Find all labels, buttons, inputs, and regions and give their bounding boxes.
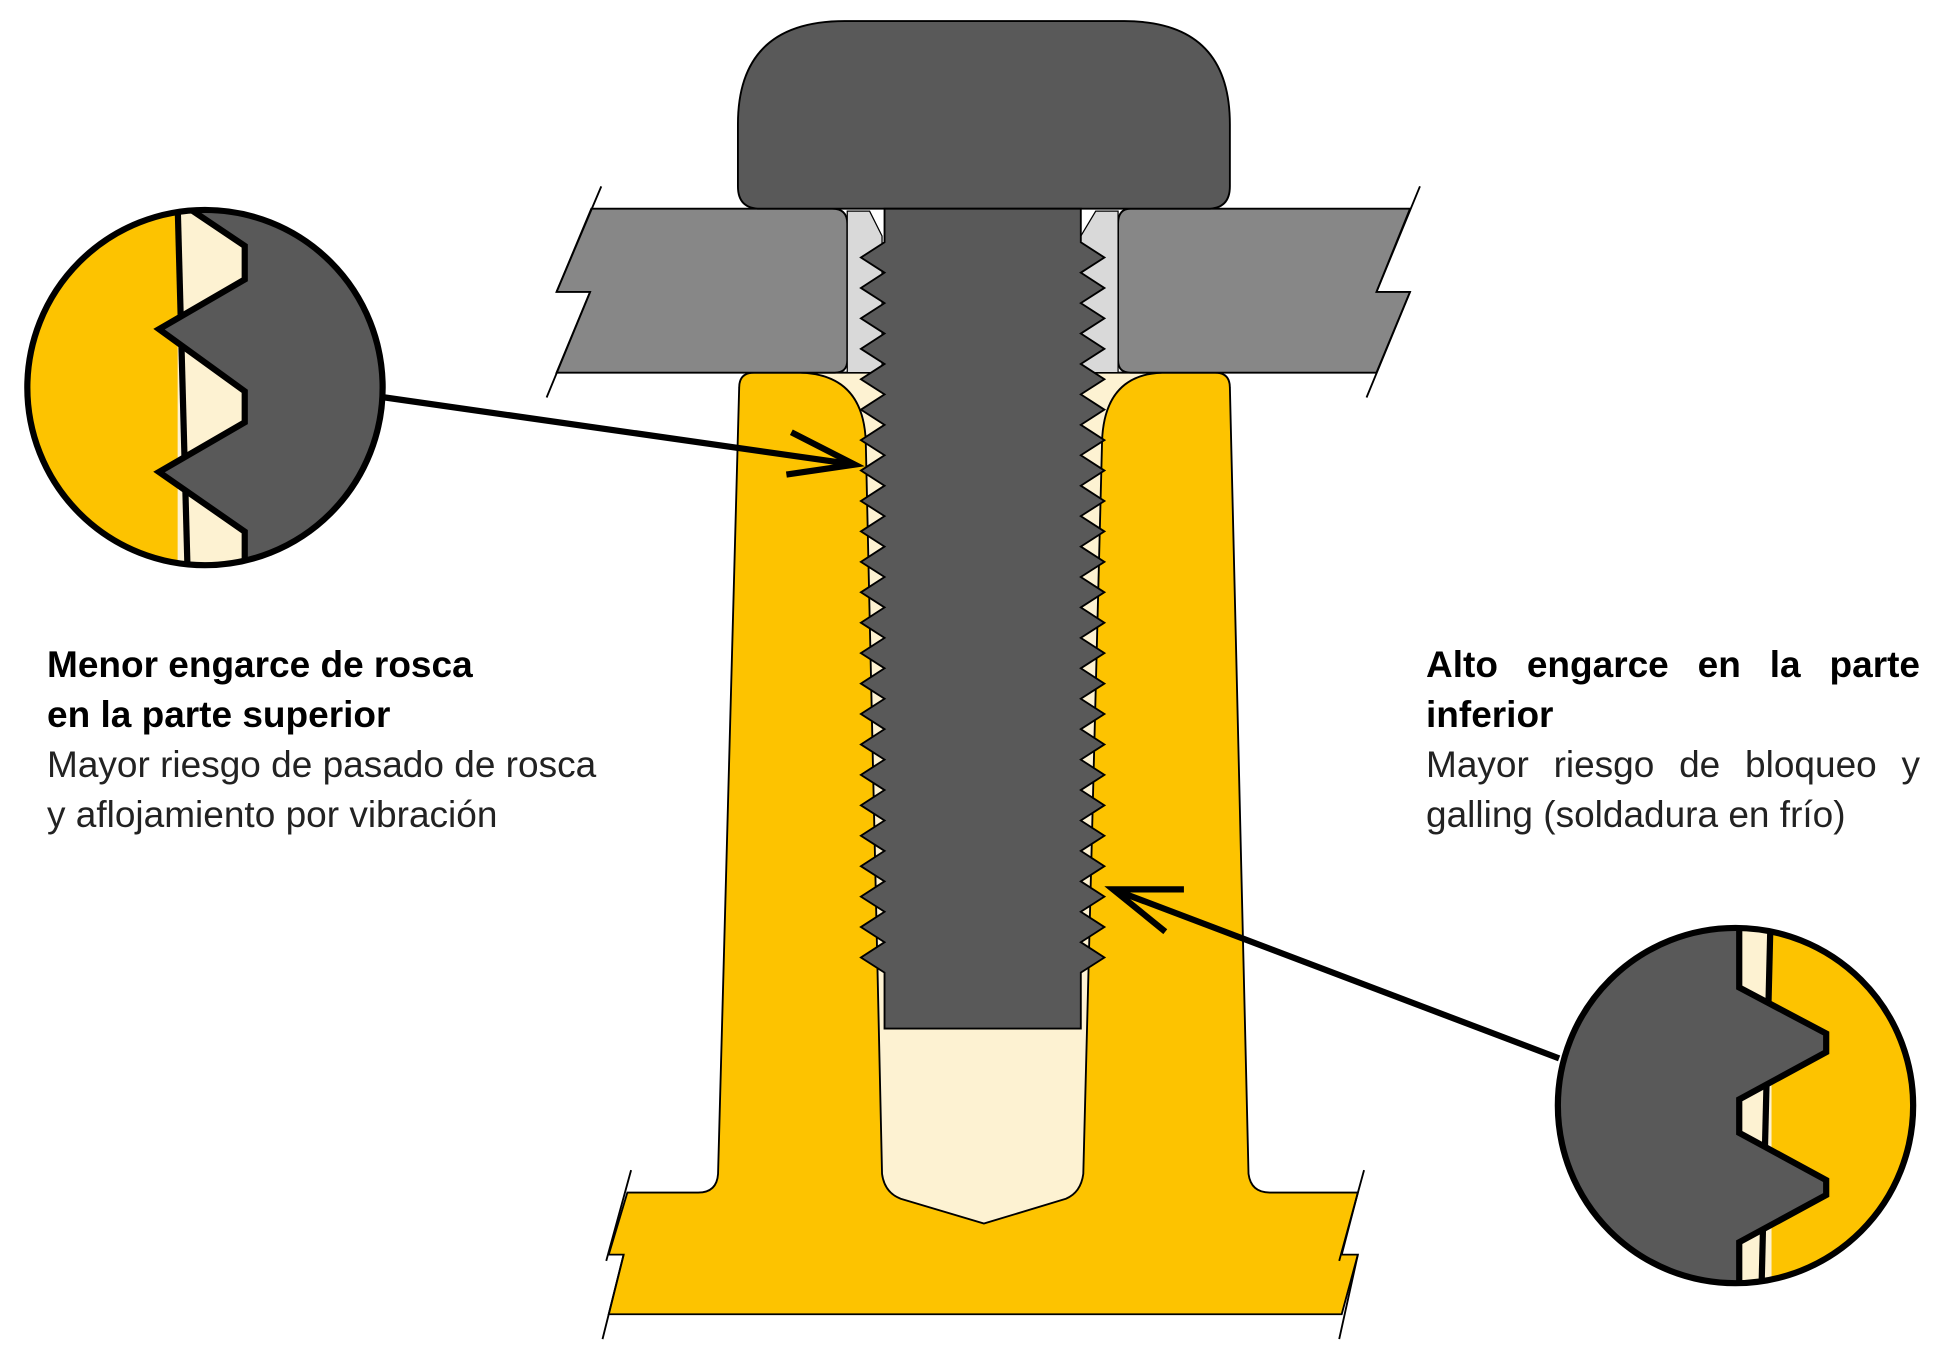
callout-body-line: y aflojamiento por vibración bbox=[47, 794, 498, 835]
arrow-to-bottom-thread bbox=[1104, 886, 1561, 1062]
bolt-shank bbox=[859, 207, 1107, 1030]
break-line-bottom bbox=[601, 1169, 1365, 1340]
callout-body-line: Mayor riesgo de pasado de rosca bbox=[47, 744, 597, 785]
callout-title-line: Menor engarce de rosca bbox=[47, 644, 473, 685]
callout-top-engagement: Menor engarce de rosca en la parte super… bbox=[47, 640, 596, 840]
clamped-plate-left bbox=[555, 207, 849, 374]
callout-title-line: en la parte superior bbox=[47, 694, 391, 735]
clamped-plate-right bbox=[1117, 207, 1412, 374]
break-line-top bbox=[545, 185, 1421, 398]
bolt-head bbox=[736, 20, 1231, 210]
callout-bottom-engagement: Alto engarce en la parte inferior Mayor … bbox=[1426, 640, 1920, 840]
arrow-to-top-thread bbox=[384, 394, 865, 478]
callout-title-line: inferior bbox=[1426, 694, 1554, 735]
callout-body-line: Mayor riesgo de bloqueo y bbox=[1426, 744, 1920, 785]
callout-body-line: galling (soldadura en frío) bbox=[1426, 794, 1846, 835]
magnifier-top-thread-detail bbox=[24, 206, 386, 569]
magnifier-bottom-thread-detail bbox=[1554, 924, 1917, 1287]
callout-title-line: Alto engarce en la parte bbox=[1426, 644, 1920, 685]
